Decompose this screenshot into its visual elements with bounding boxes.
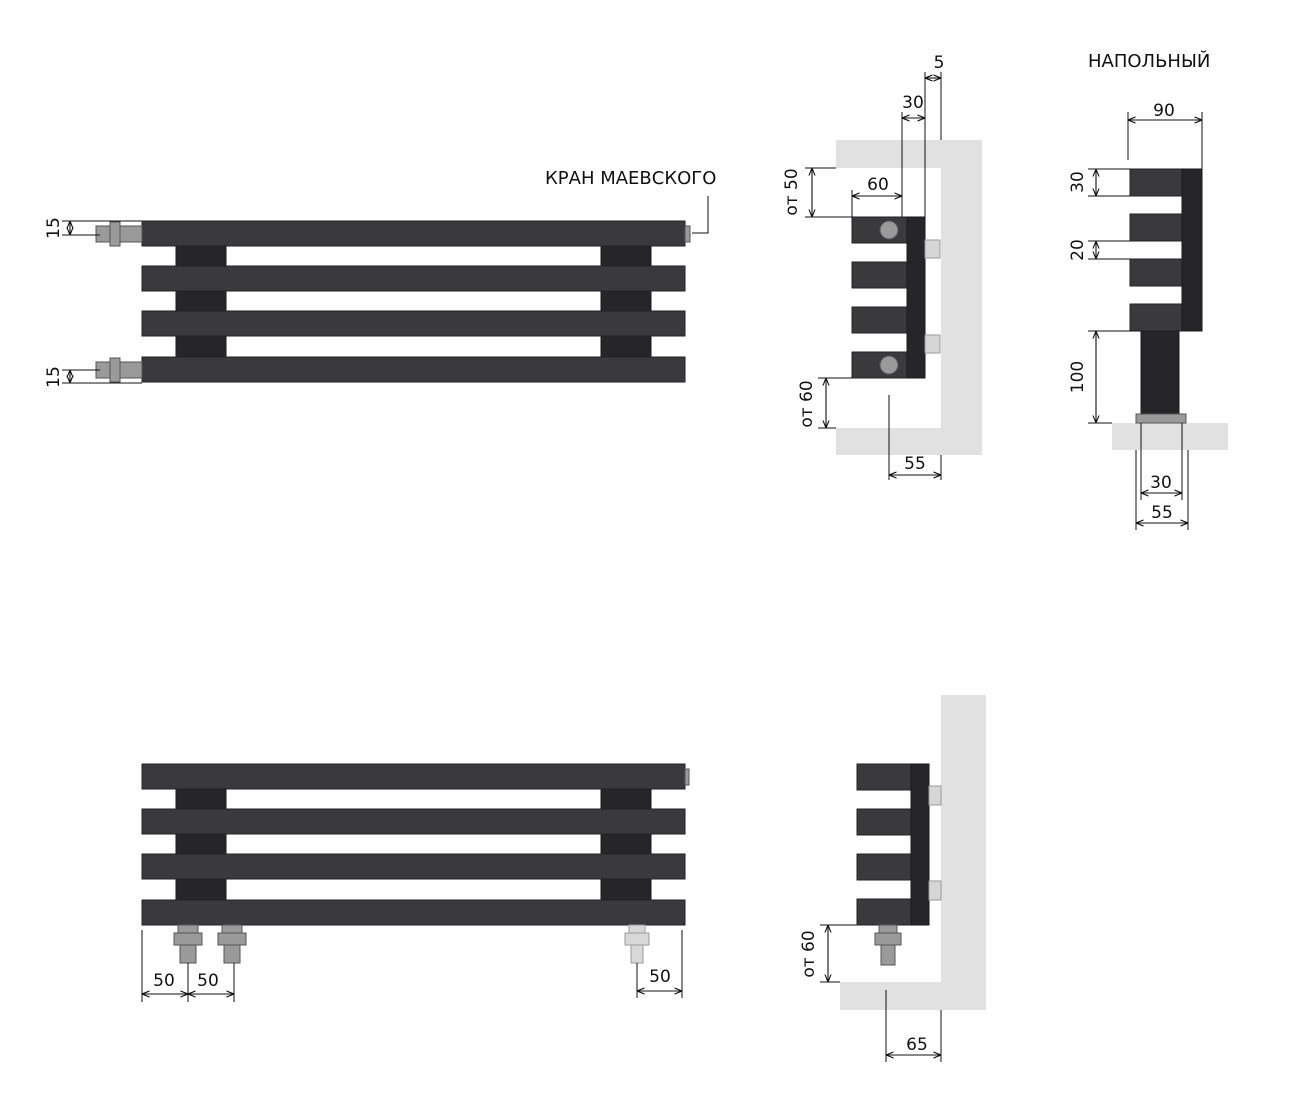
inlet-fitting-top (95, 221, 143, 247)
svg-text:30: 30 (902, 93, 924, 113)
dim-front-top: 15 (44, 217, 142, 239)
dim-side-5: 5 (924, 53, 945, 217)
dim-floor-90: 90 (1127, 101, 1203, 169)
front-risers (175, 245, 652, 359)
front-view-bottom-connection: 50 50 50 (141, 763, 690, 1002)
dim-floor-30: 30 (1068, 168, 1130, 197)
inlet-fitting-bottom (95, 357, 143, 383)
bottom-tubes (141, 763, 686, 926)
svg-text:от 60: от 60 (797, 380, 817, 427)
dim-floor-55: 55 (1135, 450, 1189, 530)
svg-text:65: 65 (906, 1035, 928, 1055)
mayevsky-label: КРАН МАЕВСКОГО (545, 168, 716, 189)
dim-floor-30-leg: 30 (1140, 423, 1183, 500)
bottom-risers (175, 788, 652, 902)
svg-text:5: 5 (934, 53, 945, 73)
side-brackets (924, 239, 941, 354)
svg-text:60: 60 (867, 175, 889, 195)
bottom-fitting-2 (217, 924, 247, 964)
svg-text:30: 30 (1068, 171, 1088, 193)
dim-side-from-ceiling: от 50 (782, 167, 852, 218)
bottom-fitting-1 (173, 924, 203, 964)
dim-floor-100: 100 (1068, 330, 1141, 424)
svg-text:90: 90 (1153, 101, 1175, 121)
dim-side-from-floor: от 60 (797, 377, 852, 429)
bottom-side-fitting (874, 924, 902, 966)
dim-bottom-side-65: 65 (885, 990, 942, 1062)
floor-mounted-label: НАПОЛЬНЫЙ (1088, 50, 1210, 72)
dim-side-60: 60 (851, 175, 902, 217)
dim-side-55: 55 (888, 395, 942, 480)
bottom-side-tubes (856, 763, 930, 926)
svg-text:15: 15 (44, 366, 64, 388)
side-valve-bottom (879, 355, 899, 375)
svg-text:55: 55 (1151, 503, 1173, 523)
mayevsky-leader (692, 196, 709, 234)
front-tubes (141, 220, 686, 383)
svg-text:50: 50 (649, 967, 671, 987)
side-tubes (851, 216, 926, 379)
dim-bottom-50-b: 50 (188, 963, 235, 1002)
svg-text:50: 50 (197, 971, 219, 991)
svg-text:от 50: от 50 (782, 168, 802, 215)
svg-text:100: 100 (1068, 361, 1088, 393)
svg-text:20: 20 (1068, 239, 1088, 261)
dim-bottom-side-from-floor: от 60 (799, 924, 857, 983)
mayevsky-valve-cap (684, 225, 691, 243)
svg-text:55: 55 (904, 454, 926, 474)
svg-text:от 60: от 60 (799, 930, 819, 977)
dim-floor-20: 20 (1068, 239, 1130, 261)
svg-text:30: 30 (1150, 473, 1172, 493)
floor-tubes (1129, 168, 1203, 424)
bottom-fitting-right (624, 924, 650, 964)
side-valve-top (879, 220, 899, 240)
dim-front-bottom: 15 (44, 366, 142, 388)
side-view-wall-mount: 5 30 60 от 50 от 60 55 (782, 53, 982, 480)
dim-bottom-50-right: 50 (636, 930, 683, 998)
dim-side-30: 30 (901, 93, 925, 217)
svg-text:15: 15 (44, 217, 64, 239)
bottom-side-brackets (928, 785, 942, 901)
bottom-mayevsky-cap (684, 768, 690, 786)
side-view-bottom-connection: от 60 65 (799, 695, 986, 1062)
front-view-side-connection: КРАН МАЕВСКОГО 15 15 (44, 168, 716, 388)
side-view-floor-mount: НАПОЛЬНЫЙ 90 30 20 (1068, 50, 1228, 530)
svg-text:50: 50 (153, 971, 175, 991)
